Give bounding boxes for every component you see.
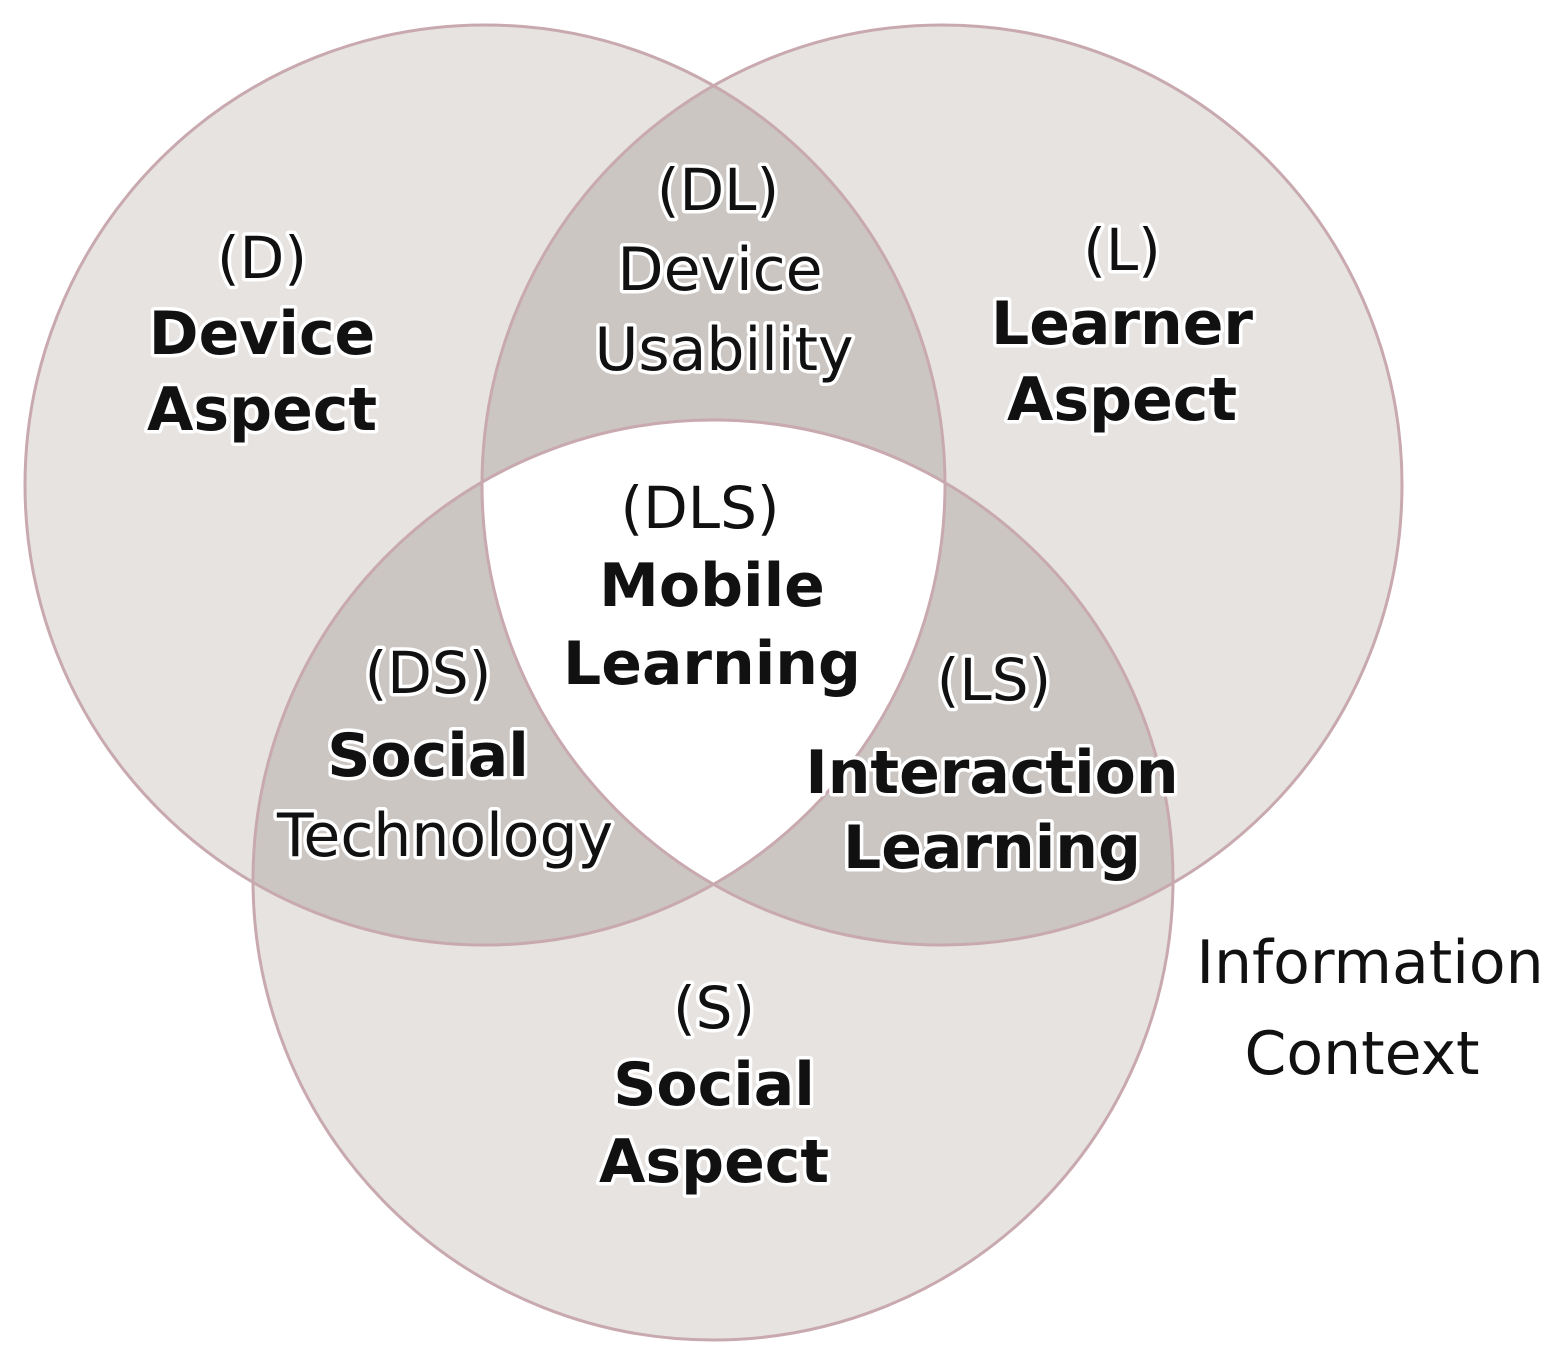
learner-line1: Learner — [991, 289, 1253, 359]
interaction-learning-label: (LS) Interaction Learning — [802, 643, 1182, 887]
social-line2: Aspect — [599, 1127, 829, 1197]
device-line2: Aspect — [147, 375, 377, 445]
device-usability-label: (DL) Device Usability — [591, 153, 857, 389]
social-aspect-label: (S) Social Aspect — [595, 971, 832, 1201]
dls-line1: Mobile — [599, 551, 825, 621]
dl-line1: Device — [617, 235, 822, 305]
device-circle-outline — [23, 23, 947, 947]
ls-line2: Learning — [843, 813, 1141, 883]
information-context-line1: Information — [1196, 928, 1543, 998]
device-code: (D) — [217, 224, 307, 292]
learner-aspect-label: (L) Learner Aspect — [987, 213, 1256, 439]
device-aspect-label: (D) Device Aspect — [143, 221, 380, 449]
ls-line1: Interaction — [805, 738, 1178, 808]
information-context-line2: Context — [1244, 1019, 1479, 1089]
dl-code: (DL) — [657, 156, 779, 224]
mobile-learning-label: (DLS) Mobile Learning — [560, 471, 865, 703]
social-code: (S) — [673, 974, 755, 1042]
ds-line2: Technology — [276, 801, 613, 871]
device-line1: Device — [149, 299, 375, 369]
dl-line2: Usability — [594, 315, 853, 385]
social-circle-outline — [251, 418, 1175, 1342]
dls-line2: Learning — [563, 629, 861, 699]
ls-code: (LS) — [937, 646, 1051, 714]
learner-line2: Aspect — [1007, 365, 1237, 435]
social-line1: Social — [613, 1050, 815, 1120]
social-technology-label: (DS) Social Technology — [272, 636, 616, 875]
ds-line1: Social — [327, 721, 529, 791]
dls-code: (DLS) — [620, 474, 779, 542]
learner-circle-outline — [480, 23, 1404, 947]
ds-code: (DS) — [365, 639, 492, 707]
information-context-label: Information Context — [1196, 928, 1543, 1089]
learner-code: (L) — [1083, 216, 1161, 284]
